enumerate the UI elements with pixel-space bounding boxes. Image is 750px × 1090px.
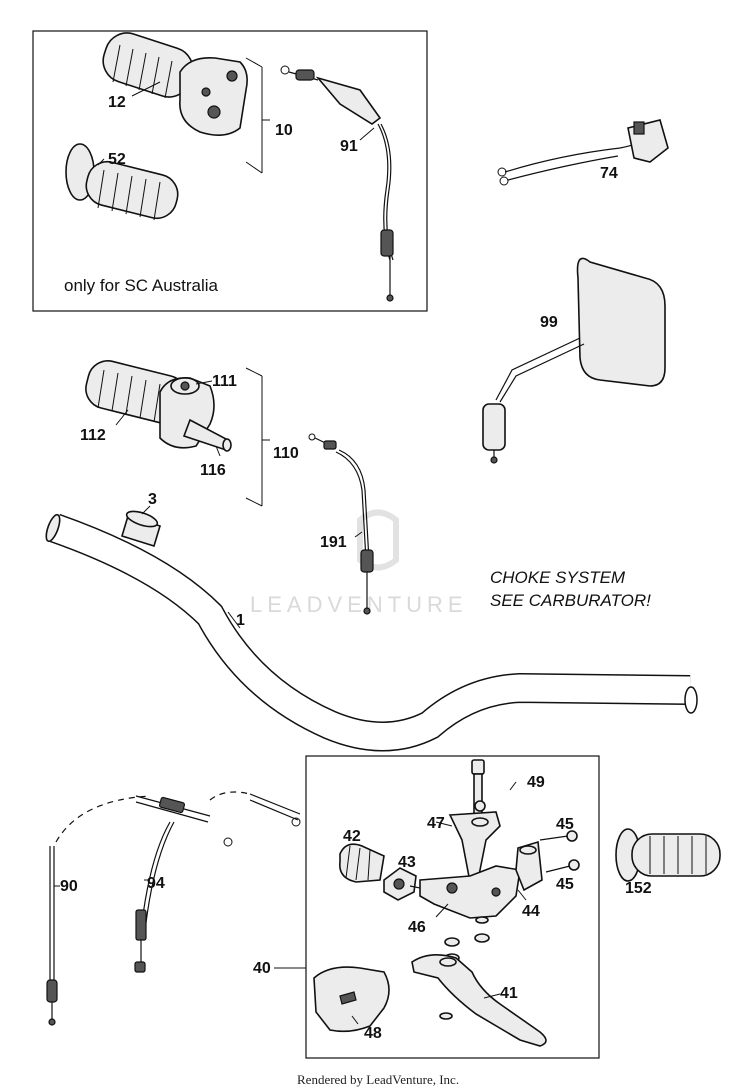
callout-94: 94 bbox=[147, 875, 165, 892]
part-46-lever-body bbox=[419, 865, 521, 919]
middle-leaders bbox=[115, 380, 363, 538]
callout-116: 116 bbox=[200, 462, 226, 479]
callout-labels: 12 10 52 91 74 99 111 112 116 110 3 191 … bbox=[60, 94, 652, 1042]
part-42-rubber-boot bbox=[339, 843, 385, 883]
watermark-text: LEADVENTURE bbox=[250, 592, 468, 617]
bracket-110 bbox=[245, 367, 270, 507]
callout-40: 40 bbox=[253, 960, 271, 977]
callout-99: 99 bbox=[540, 314, 558, 331]
callout-74: 74 bbox=[600, 165, 618, 182]
part-3-spacer bbox=[121, 505, 161, 548]
part-48-cover bbox=[313, 966, 390, 1033]
part-47-bracket bbox=[435, 811, 501, 883]
callout-48: 48 bbox=[364, 1025, 382, 1042]
australia-inset-box bbox=[32, 30, 428, 312]
bracket-10 bbox=[245, 57, 270, 174]
callout-91: 91 bbox=[340, 138, 358, 155]
callout-1: 1 bbox=[236, 612, 245, 629]
callout-110: 110 bbox=[273, 445, 299, 462]
callout-12: 12 bbox=[108, 94, 126, 111]
inset-leaders bbox=[97, 81, 375, 166]
part-52-grip bbox=[65, 143, 179, 221]
part-191-choke-cable bbox=[308, 433, 374, 615]
part-41-lever bbox=[411, 954, 547, 1047]
choke-note-line2: SEE CARBURATOR! bbox=[490, 591, 651, 610]
callout-111: 111 bbox=[212, 373, 237, 390]
part-1-handlebar bbox=[45, 513, 698, 752]
part-45-screw-bottom bbox=[545, 859, 580, 873]
callout-3: 3 bbox=[148, 491, 157, 508]
lever-assembly-box bbox=[305, 755, 600, 1059]
callout-47: 47 bbox=[427, 815, 445, 832]
australia-note: only for SC Australia bbox=[64, 276, 219, 295]
part-45-screw-top bbox=[539, 830, 578, 842]
part-44-clamp bbox=[515, 840, 543, 901]
choke-note-line1: CHOKE SYSTEM bbox=[490, 568, 626, 587]
part-49-bolt bbox=[471, 759, 517, 821]
part-43-adjuster bbox=[383, 867, 441, 901]
part-74-kill-switch bbox=[497, 119, 669, 186]
callout-52: 52 bbox=[108, 151, 126, 168]
part-99-mirror bbox=[482, 257, 666, 464]
callout-45-bottom: 45 bbox=[556, 876, 574, 893]
part-94-cable bbox=[134, 791, 301, 973]
callout-42: 42 bbox=[343, 828, 361, 845]
callout-191: 191 bbox=[320, 534, 347, 551]
callout-46: 46 bbox=[408, 919, 426, 936]
callout-90: 90 bbox=[60, 878, 78, 895]
callout-10: 10 bbox=[275, 122, 293, 139]
callout-43: 43 bbox=[398, 854, 416, 871]
callout-44: 44 bbox=[522, 903, 540, 920]
part-91-throttle-cable bbox=[280, 65, 394, 302]
part-152-grip bbox=[615, 828, 721, 882]
part-12-throttle-grip bbox=[102, 32, 248, 136]
callout-45-top: 45 bbox=[556, 816, 574, 833]
callout-49: 49 bbox=[527, 774, 545, 791]
watermark: LEADVENTURE bbox=[250, 509, 468, 617]
part-116-tube bbox=[182, 418, 232, 452]
callout-41: 41 bbox=[500, 985, 518, 1002]
footer-credit: Rendered by LeadVenture, Inc. bbox=[297, 1072, 459, 1087]
part-90-clutch-cable bbox=[46, 795, 151, 1026]
callout-112: 112 bbox=[80, 427, 106, 444]
callout-152: 152 bbox=[625, 880, 652, 897]
